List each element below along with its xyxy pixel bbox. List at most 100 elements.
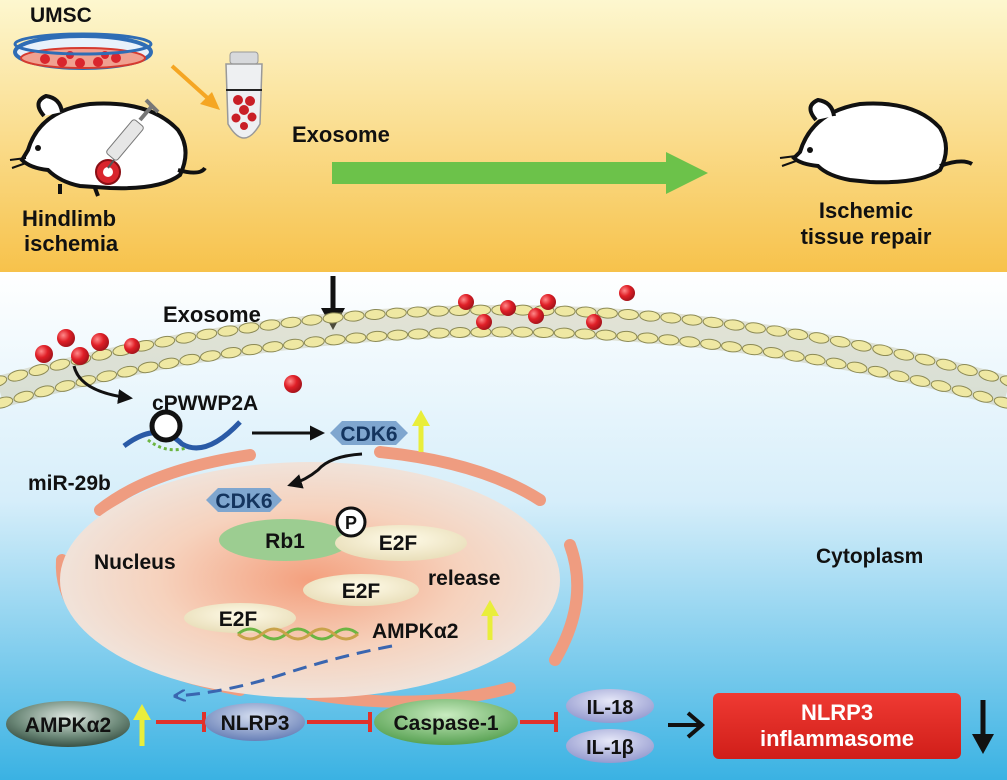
exosome-particles (35, 285, 635, 393)
lipid-head (978, 369, 999, 382)
lipid-head (175, 332, 197, 344)
lipid-head (766, 325, 788, 337)
exosome-particle (458, 294, 474, 310)
exosome-particle (476, 314, 492, 330)
lipid-head (117, 365, 138, 378)
exosome-particle (528, 308, 544, 324)
exosome-particle (619, 285, 635, 301)
lipid-head (616, 330, 638, 342)
lipid-head (324, 334, 346, 346)
lipid-head (829, 335, 851, 348)
ampka2-gene-up-arrow (481, 600, 499, 640)
lipid-head (407, 328, 429, 340)
exosome-particle (91, 333, 109, 351)
lipid-head (280, 316, 302, 329)
lipid-head (241, 343, 263, 356)
lipid-head (596, 307, 618, 319)
exosome-particle (71, 347, 89, 365)
exosome-particle (540, 294, 556, 310)
lipid-head (618, 308, 639, 321)
cpwwp2a-label: cPWWP2A (152, 392, 258, 415)
lipid-head (0, 375, 8, 388)
cdk6-translocation-arrow (287, 452, 363, 489)
cdk6-up-arrow (412, 410, 430, 452)
nlrp3-to-caspase1 (307, 712, 372, 732)
lipid-head (301, 314, 323, 326)
lipid-head (553, 327, 575, 339)
lipid-head (999, 375, 1007, 388)
orange-arrow (170, 64, 220, 110)
lipid-head (238, 322, 260, 334)
hindlimb-label-line2: ischemia (24, 231, 119, 256)
lipid-head (49, 358, 71, 371)
exosome-particle (124, 338, 140, 354)
cytoplasm-label: Cytoplasm (816, 545, 923, 568)
circrna-icon (149, 409, 183, 443)
lipid-head (574, 328, 596, 340)
lipid-head (957, 364, 978, 376)
lipid-head (783, 350, 805, 362)
lipid-head (930, 380, 952, 392)
uptake-arrow (72, 365, 133, 405)
lipid-head (385, 307, 407, 319)
il1b-label: IL-1β (586, 737, 634, 759)
e2f-promoter-label: E2F (219, 608, 258, 631)
release-label: release (428, 567, 500, 590)
lipid-head (741, 343, 763, 356)
lipid-head (702, 316, 724, 329)
nucleus-label: Nucleus (94, 551, 176, 574)
lipid-head (220, 347, 242, 359)
ampka2-gene-label: AMPKα2 (372, 620, 458, 643)
lipid-head (158, 357, 180, 370)
lipid-head (658, 334, 680, 346)
lipid-head (660, 312, 682, 324)
e2f-released-node (303, 574, 419, 606)
exosome-particle (57, 329, 75, 347)
lipid-head (787, 328, 809, 340)
lipid-head (217, 325, 239, 337)
e2f-released-label: E2F (342, 580, 381, 603)
treatment-green-arrow (332, 152, 708, 194)
caspase1-node (374, 699, 518, 745)
lipid-head (909, 375, 931, 387)
lipid-head (993, 396, 1007, 409)
nlrp3-node (205, 703, 305, 741)
lipid-head (723, 319, 745, 331)
lipid-head (681, 314, 703, 326)
lipid-head (972, 390, 994, 403)
lipid-head (554, 305, 576, 317)
lipid-head (914, 353, 936, 366)
cdk6-nuclear: CDK6 (206, 488, 282, 513)
mirna-complex (122, 409, 242, 452)
cdk6-cytoplasm: CDK6 (330, 421, 408, 446)
syringe-icon (106, 98, 160, 169)
lipid-head (846, 361, 868, 374)
rb1-label: Rb1 (265, 530, 305, 553)
lipid-head (428, 305, 449, 317)
lipid-head (154, 335, 176, 348)
lipid-head (54, 380, 76, 392)
il1b-node (566, 729, 654, 763)
lipid-head (804, 353, 826, 366)
e2f-promoter-node (184, 603, 296, 633)
dna-helix-icon (237, 627, 359, 641)
lipid-head (825, 357, 847, 370)
lipid-head (196, 328, 218, 340)
lipid-head (872, 344, 893, 357)
exosome-particle (284, 375, 302, 393)
caspase1-to-interleukins (520, 712, 558, 732)
lipid-head (491, 326, 513, 338)
repair-label-line1: Ischemic (819, 198, 913, 223)
lipid-head (851, 340, 872, 352)
lipid-head (366, 330, 388, 342)
exosome-particle (500, 300, 516, 316)
lipid-head (893, 348, 915, 361)
lipid-head (406, 306, 428, 318)
nucleus (60, 462, 560, 698)
nlrp3-label: NLRP3 (221, 712, 290, 735)
lipid-head (470, 304, 492, 316)
lipid-head (639, 310, 661, 322)
lipid-head (888, 370, 910, 383)
lipid-head (679, 336, 701, 348)
